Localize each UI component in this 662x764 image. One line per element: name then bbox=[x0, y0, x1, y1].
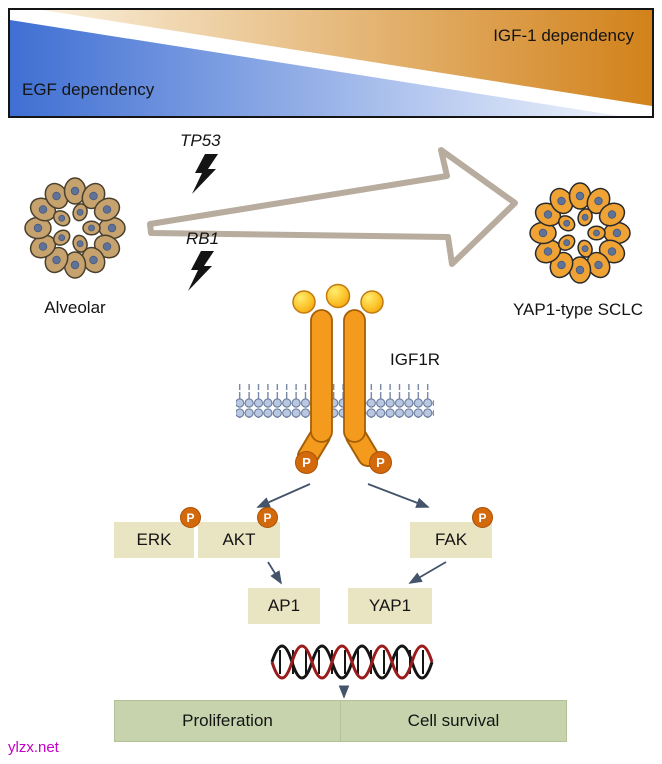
tp53-mutation-bolt-icon bbox=[192, 154, 218, 194]
rb1-mutation-label: RB1 bbox=[186, 229, 220, 248]
egf-dependency-label: EGF dependency bbox=[22, 80, 155, 99]
proliferation-label: Proliferation bbox=[182, 711, 273, 730]
arrow-fak-to-yap1-icon bbox=[408, 561, 447, 584]
node-akt: AKT bbox=[198, 522, 280, 558]
ap1-label: AP1 bbox=[267, 596, 301, 615]
watermark: ylzx.net bbox=[8, 739, 59, 756]
ligand-ball-icon bbox=[360, 290, 384, 314]
arrow-receptor-to-erk-akt-icon bbox=[256, 483, 311, 508]
phospho-badge-erk: P bbox=[180, 507, 201, 528]
arrow-akt-to-ap1-icon bbox=[267, 561, 282, 585]
sclc-cell-cluster-icon bbox=[529, 182, 631, 284]
igf1r-receptor-icon bbox=[292, 283, 384, 467]
alveolar-cell-cluster-icon bbox=[24, 177, 126, 279]
node-yap1: YAP1 bbox=[348, 588, 432, 624]
phospho-badge-akt: P bbox=[257, 507, 278, 528]
dna-helix-icon bbox=[270, 644, 434, 680]
gradient-wedges bbox=[10, 10, 652, 116]
egf-gradient-wedge bbox=[10, 20, 620, 116]
erk-label: ERK bbox=[136, 530, 172, 549]
ligand-ball-icon bbox=[325, 283, 351, 309]
lipid-bilayer-icon bbox=[236, 384, 434, 418]
node-cell-survival: Cell survival bbox=[340, 700, 567, 742]
node-fak: FAK bbox=[410, 522, 492, 558]
dependency-gradient-banner: IGF-1 dependency EGF dependency bbox=[8, 8, 654, 118]
igf1r-label: IGF1R bbox=[390, 350, 441, 369]
tp53-mutation-label: TP53 bbox=[180, 131, 221, 150]
node-proliferation: Proliferation bbox=[114, 700, 341, 742]
node-erk: ERK bbox=[114, 522, 194, 558]
alveolar-label: Alveolar bbox=[44, 298, 106, 317]
igf-gradient-wedge bbox=[42, 10, 652, 106]
cell-survival-label: Cell survival bbox=[407, 711, 500, 730]
transformation-arrow-icon bbox=[147, 147, 518, 267]
node-ap1: AP1 bbox=[248, 588, 320, 624]
arrow-receptor-to-fak-icon bbox=[367, 483, 430, 508]
igf-dependency-label: IGF-1 dependency bbox=[493, 26, 634, 45]
akt-label: AKT bbox=[222, 530, 256, 549]
sclc-label: YAP1-type SCLC bbox=[512, 300, 644, 319]
rb1-mutation-bolt-icon bbox=[188, 251, 214, 291]
ligand-ball-icon bbox=[292, 290, 316, 314]
phospho-badge-fak: P bbox=[472, 507, 493, 528]
phospho-badge-receptor-right: P bbox=[369, 451, 392, 474]
yap1-label: YAP1 bbox=[368, 596, 412, 615]
phospho-badge-receptor-left: P bbox=[295, 451, 318, 474]
fak-label: FAK bbox=[434, 530, 468, 549]
